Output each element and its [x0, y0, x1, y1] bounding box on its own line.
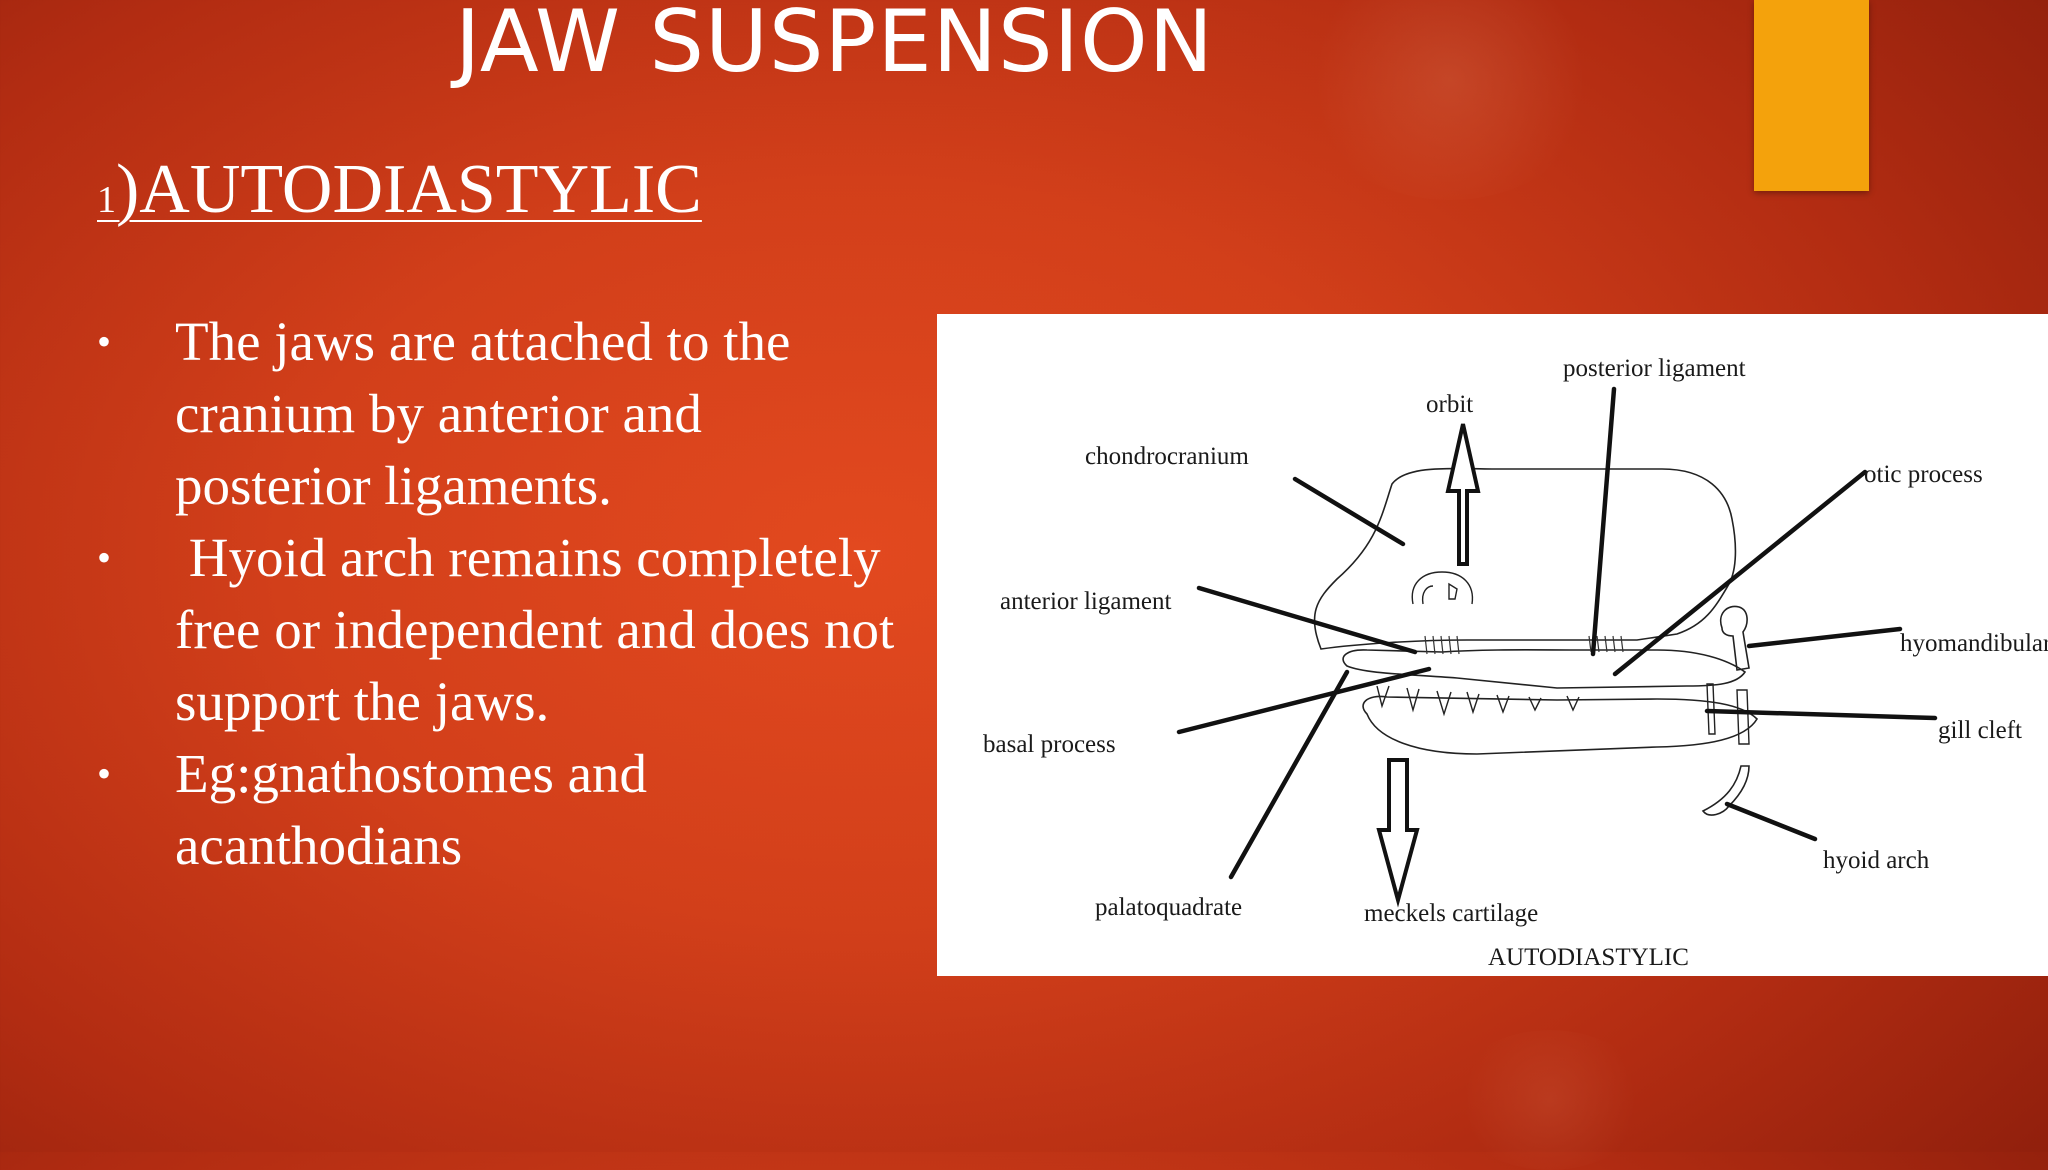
pointer-anterior-ligament	[1196, 585, 1418, 655]
diagram-svg: posterior ligament orbit chondrocranium …	[983, 355, 2048, 971]
gill-bar-left	[1706, 683, 1716, 735]
gill-bar-right	[1736, 689, 1750, 745]
posterior-ligament-hatch	[1588, 635, 1624, 653]
teeth	[1376, 685, 1580, 717]
background-glow	[1300, 0, 1600, 200]
figure-caption: AUTODIASTYLIC	[1488, 944, 1689, 971]
label-hyomandibular: hyomandibular	[1900, 630, 2048, 657]
label-palatoquadrate: palatoquadrate	[1095, 894, 1242, 921]
slide-title: JAW SUSPENSION	[455, 0, 1214, 92]
section-heading-text: )AUTODIASTYLIC	[116, 151, 702, 228]
bullet-dot: •	[97, 319, 112, 364]
chondrocranium-outline	[1313, 467, 1737, 650]
pointer-basal-process	[1176, 666, 1432, 735]
hyomandibular-shape	[1720, 605, 1750, 671]
bullet-list: • The jaws are attached to the cranium by…	[97, 306, 897, 882]
label-orbit: orbit	[1426, 391, 1473, 418]
palatoquadrate-outline	[1342, 649, 1747, 689]
label-meckels-cartilage: meckels cartilage	[1364, 900, 1538, 927]
accent-bar	[1754, 0, 1869, 191]
pointer-hyoid-arch	[1724, 801, 1818, 842]
meckels-cartilage-outline	[1362, 695, 1759, 755]
label-posterior-ligament: posterior ligament	[1563, 355, 1746, 382]
pointer-gill-cleft	[1704, 708, 1938, 721]
bullet-text: Eg:gnathostomes and acanthodians	[175, 743, 661, 876]
section-heading: 1)AUTODIASTYLIC	[97, 150, 702, 230]
anterior-ligament-hatch	[1424, 635, 1460, 655]
label-hyoid-arch: hyoid arch	[1823, 847, 1930, 874]
label-basal-process: basal process	[983, 731, 1116, 758]
bullet-dot: •	[97, 535, 112, 580]
label-chondrocranium: chondrocranium	[1085, 443, 1249, 470]
bullet-item: • Hyoid arch remains completely free or …	[97, 522, 897, 738]
autodiastylic-diagram: posterior ligament orbit chondrocranium …	[937, 314, 2048, 976]
pointer-chondrocranium	[1292, 476, 1406, 547]
background-glow	[1450, 1030, 1650, 1170]
hyoid-arch-shape	[1701, 765, 1750, 816]
bullet-item: • Eg:gnathostomes and acanthodians	[97, 738, 897, 882]
label-gill-cleft: gill cleft	[1938, 717, 2022, 744]
bullet-text: The jaws are attached to the cranium by …	[175, 311, 805, 516]
bullet-dot: •	[97, 751, 112, 796]
pointer-palatoquadrate	[1228, 669, 1350, 880]
bullet-text: Hyoid arch remains completely free or in…	[175, 527, 909, 732]
pointer-posterior-ligament	[1590, 386, 1617, 657]
pointer-hyomandibular	[1746, 626, 1903, 649]
bullet-item: • The jaws are attached to the cranium by…	[97, 306, 897, 522]
orbit-arrow	[1445, 423, 1481, 566]
label-otic-process: otic process	[1864, 461, 1983, 488]
pointer-otic-process	[1612, 469, 1868, 677]
meckels-arrow	[1376, 758, 1420, 908]
orbit-shape	[1411, 571, 1474, 605]
label-anterior-ligament: anterior ligament	[1000, 588, 1172, 615]
section-number: 1	[97, 179, 116, 221]
